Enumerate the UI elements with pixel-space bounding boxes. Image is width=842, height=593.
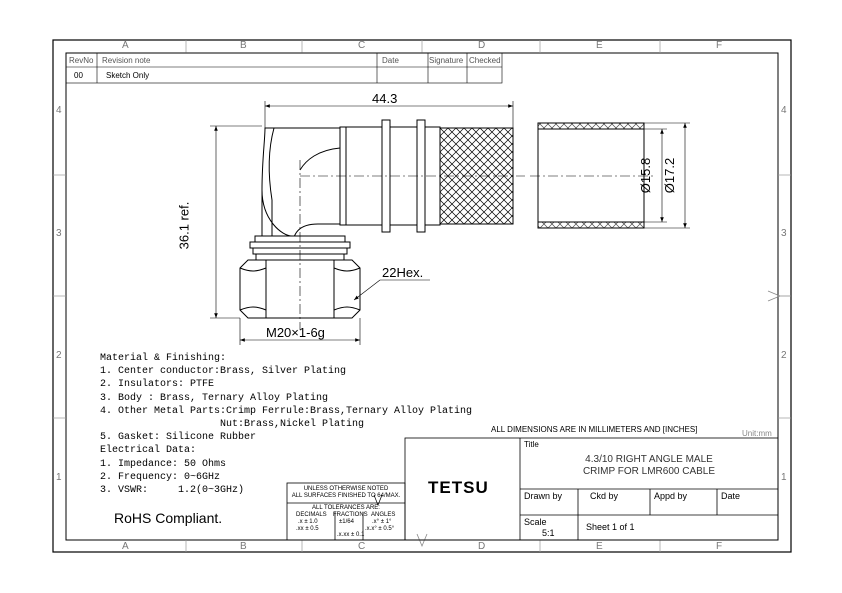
scale-label: Scale bbox=[524, 517, 547, 527]
title-label: Title bbox=[524, 440, 539, 449]
dimension-units-note: ALL DIMENSIONS ARE IN MILLIMETERS AND [I… bbox=[491, 425, 698, 434]
rev-header-checked: Checked bbox=[469, 56, 501, 65]
zone-label-side: 1 bbox=[56, 472, 62, 483]
zone-label-top: F bbox=[716, 40, 723, 51]
date-label: Date bbox=[721, 491, 741, 501]
dim-thread-label: M20×1-6g bbox=[266, 325, 325, 340]
rev-header-date: Date bbox=[382, 56, 399, 65]
tolerance-angle-1: .x° ± 1° bbox=[372, 519, 392, 525]
tolerance-subheader: ALL TOLERANCES ARE: bbox=[312, 505, 380, 511]
center-mark-bottom bbox=[416, 533, 428, 548]
title-line: 4.3/10 RIGHT ANGLE MALE bbox=[585, 454, 713, 465]
zone-label-side: 2 bbox=[781, 350, 787, 361]
rev-header-revno: RevNo bbox=[69, 56, 94, 65]
tolerance-col-decimals: DECIMALS bbox=[296, 512, 327, 518]
notes-block: Material & Finishing: 1. Center conducto… bbox=[100, 352, 472, 497]
zone-label-side: 3 bbox=[781, 228, 787, 239]
drawing-title: 4.3/10 RIGHT ANGLE MALE CRIMP FOR LMR600… bbox=[520, 454, 778, 478]
zone-label-side: 2 bbox=[56, 350, 62, 361]
tolerance-header: UNLESS OTHERWISE NOTED ALL SURFACES FINI… bbox=[290, 486, 402, 500]
dim-dia-inner-label: Ø15.8 bbox=[638, 157, 654, 194]
dim-dia-outer-label: Ø17.2 bbox=[662, 157, 678, 194]
rev-row-number: 00 bbox=[74, 71, 83, 80]
note-line: 1. Impedance: 50 Ohms bbox=[100, 458, 227, 470]
tolerance-fraction: ±1/64 bbox=[339, 519, 354, 525]
dim-hex-label: 22Hex. bbox=[382, 265, 424, 280]
unit-label: Unit:mm bbox=[742, 429, 772, 438]
center-mark-right bbox=[767, 290, 791, 302]
appd-by-label: Appd by bbox=[654, 491, 688, 501]
rev-header-signature: Signature bbox=[429, 56, 464, 65]
note-line: 3. Body : Brass, Ternary Alloy Plating bbox=[100, 392, 329, 404]
zone-label-bottom: F bbox=[716, 541, 723, 552]
rohs-label: RoHS Compliant. bbox=[114, 510, 223, 526]
connector-drawing bbox=[239, 119, 645, 319]
zone-label-side: 4 bbox=[781, 105, 787, 116]
tolerance-line: UNLESS OTHERWISE NOTED bbox=[303, 486, 389, 492]
zone-label-bottom: B bbox=[240, 541, 247, 552]
zone-label-top: B bbox=[240, 40, 247, 51]
zone-label-top: D bbox=[478, 40, 486, 51]
tolerance-decimal-3: .x.xx ± 0.1 bbox=[337, 532, 365, 538]
dimension-lines bbox=[210, 101, 690, 345]
zone-label-top: E bbox=[596, 40, 603, 51]
zone-label-top: C bbox=[358, 40, 366, 51]
zone-ticks bbox=[53, 40, 791, 552]
scale-value: 5:1 bbox=[542, 528, 555, 538]
note-line: Nut:Brass,Nickel Plating bbox=[100, 419, 365, 431]
zone-label-side: 1 bbox=[781, 472, 787, 483]
dim-height-label: 36.1 ref. bbox=[176, 201, 192, 250]
rev-row-note: Sketch Only bbox=[106, 71, 150, 80]
zone-label-bottom: D bbox=[478, 541, 486, 552]
zone-label-side: 3 bbox=[56, 228, 62, 239]
sheet-number: Sheet 1 of 1 bbox=[586, 522, 635, 532]
zone-label-bottom: A bbox=[122, 541, 129, 552]
revision-table-grid bbox=[65, 52, 503, 84]
drawn-by-label: Drawn by bbox=[524, 491, 563, 501]
note-line: 5. Gasket: Silicone Rubber bbox=[100, 432, 257, 444]
note-line: 2. Frequency: 0~6GHz bbox=[100, 471, 221, 483]
tolerance-line: ALL SURFACES FINISHED TO 64/MAX. bbox=[291, 493, 401, 499]
tolerance-decimal-1: .x ± 1.0 bbox=[298, 519, 318, 525]
title-line: CRIMP FOR LMR600 CABLE bbox=[582, 466, 716, 477]
zone-label-side: 4 bbox=[56, 105, 62, 116]
zone-label-bottom: C bbox=[358, 541, 366, 552]
note-line: 4. Other Metal Parts:Crimp Ferrule:Brass… bbox=[100, 405, 473, 417]
note-line: 3. VSWR: 1.2(0~3GHz) bbox=[100, 485, 245, 497]
title-block-grid bbox=[286, 437, 779, 541]
note-line: 2. Insulators: PTFE bbox=[100, 379, 215, 391]
zone-label-top: A bbox=[122, 40, 129, 51]
centerlines bbox=[299, 160, 655, 330]
note-line: 1. Center conductor:Brass, Silver Platin… bbox=[100, 366, 347, 378]
dim-length-label: 44.3 bbox=[372, 91, 398, 106]
surface-finish-symbol bbox=[373, 494, 383, 506]
ckd-by-label: Ckd by bbox=[590, 491, 619, 501]
zone-label-bottom: E bbox=[596, 541, 603, 552]
tolerance-angle-2: .x.x° ± 0.5° bbox=[365, 526, 395, 532]
tolerance-decimal-2: .xx ± 0.5 bbox=[296, 526, 319, 532]
tolerance-col-fractions: FRACTIONS bbox=[333, 512, 368, 518]
company-logo-text: TETSU bbox=[428, 478, 489, 497]
tolerance-col-angles: ANGLES bbox=[371, 512, 396, 518]
note-line: Electrical Data: bbox=[100, 445, 197, 457]
rev-header-note: Revision note bbox=[102, 56, 151, 65]
note-line: Material & Finishing: bbox=[100, 353, 227, 364]
